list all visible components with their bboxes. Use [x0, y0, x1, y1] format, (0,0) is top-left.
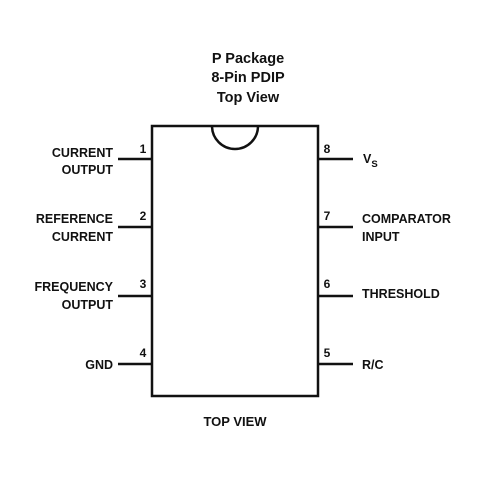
- pin-8-label-main: V: [363, 152, 372, 166]
- pin-8-label: VS: [363, 152, 378, 170]
- pin-7-label-line-2: INPUT: [362, 230, 400, 244]
- pin-6-label: THRESHOLD: [362, 287, 440, 301]
- title-line-3: Top View: [217, 90, 280, 106]
- pin-8-number: 8: [324, 142, 331, 156]
- footer-label: TOP VIEW: [203, 414, 267, 429]
- pin-3-label-line-2: OUTPUT: [62, 298, 114, 312]
- pin-8-label-subscript: S: [371, 159, 377, 170]
- pin-5-number: 5: [324, 346, 331, 360]
- pin-6-number: 6: [324, 277, 331, 291]
- pin-5-label: R/C: [362, 358, 384, 372]
- pin-7-label-line-1: COMPARATOR: [362, 212, 451, 226]
- pin-4-label: GND: [85, 358, 113, 372]
- pin1-notch: [210, 125, 260, 151]
- pin-2-label-line-1: REFERENCE: [36, 212, 113, 226]
- pin-1-number: 1: [140, 142, 147, 156]
- pin-4-number: 4: [140, 346, 147, 360]
- pin-1-label-line-1: CURRENT: [52, 146, 113, 160]
- package-body: [150, 124, 320, 398]
- pin-2-number: 2: [140, 209, 147, 223]
- title-line-2: 8-Pin PDIP: [211, 70, 285, 86]
- pin-3-label-line-1: FREQUENCY: [35, 280, 114, 294]
- pin-1-label-line-2: OUTPUT: [62, 163, 114, 177]
- pin-7-number: 7: [324, 209, 331, 223]
- pin-3-number: 3: [140, 277, 147, 291]
- pin-2-label-line-2: CURRENT: [52, 230, 113, 244]
- title-line-1: P Package: [212, 51, 284, 67]
